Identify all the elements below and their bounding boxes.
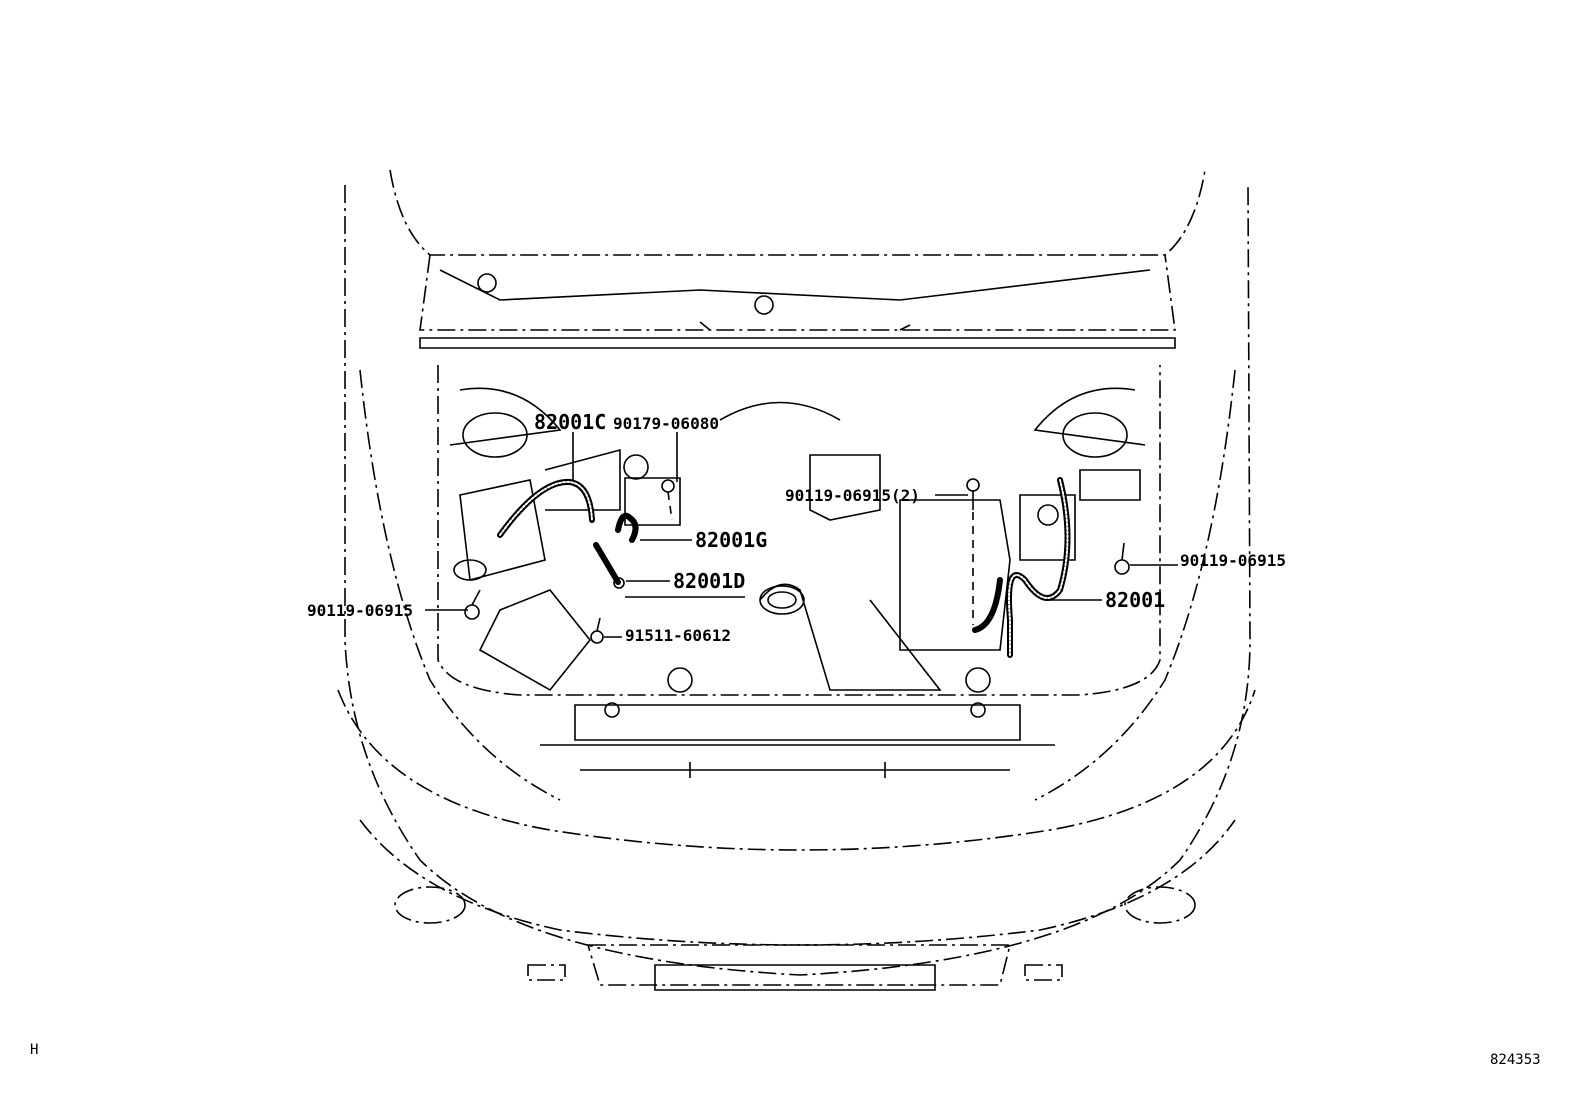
bolt-icon — [966, 478, 980, 625]
harness-82001C-path — [497, 478, 595, 538]
callout-90119-06915-2: 90119-06915(2) — [785, 486, 920, 505]
callout-82001D: 82001D — [673, 569, 745, 593]
corner-code: H — [30, 1042, 38, 1058]
clamp-icon — [661, 479, 675, 521]
callout-90179-06080: 90179-06080 — [613, 414, 719, 433]
connector-icon — [613, 577, 625, 589]
leader-lines — [425, 432, 1178, 638]
callout-82001G: 82001G — [695, 528, 767, 552]
bolt-icon — [1114, 542, 1130, 575]
callout-90119-06915-left: 90119-06915 — [307, 601, 413, 620]
wire-harnesses — [497, 477, 1071, 658]
vehicle-outline — [337, 169, 1256, 991]
callout-90119-06915-right: 90119-06915 — [1180, 551, 1286, 570]
harness-82001G-path — [615, 512, 639, 543]
callout-91511-60612: 91511-60612 — [625, 626, 731, 645]
illustration-number: 824353 — [1490, 1052, 1541, 1068]
callout-82001: 82001 — [1105, 588, 1165, 612]
hood-hinge-circle — [477, 273, 497, 293]
fasteners — [464, 478, 1130, 644]
callout-labels: 82001C 90179-06080 82001G 82001D 90119-0… — [307, 410, 1286, 645]
clip-icon — [590, 617, 604, 644]
bolt-icon — [464, 589, 481, 620]
harness-82001D-path — [593, 542, 621, 585]
harness-82001-path — [1006, 477, 1071, 658]
callout-82001C: 82001C — [534, 410, 606, 434]
